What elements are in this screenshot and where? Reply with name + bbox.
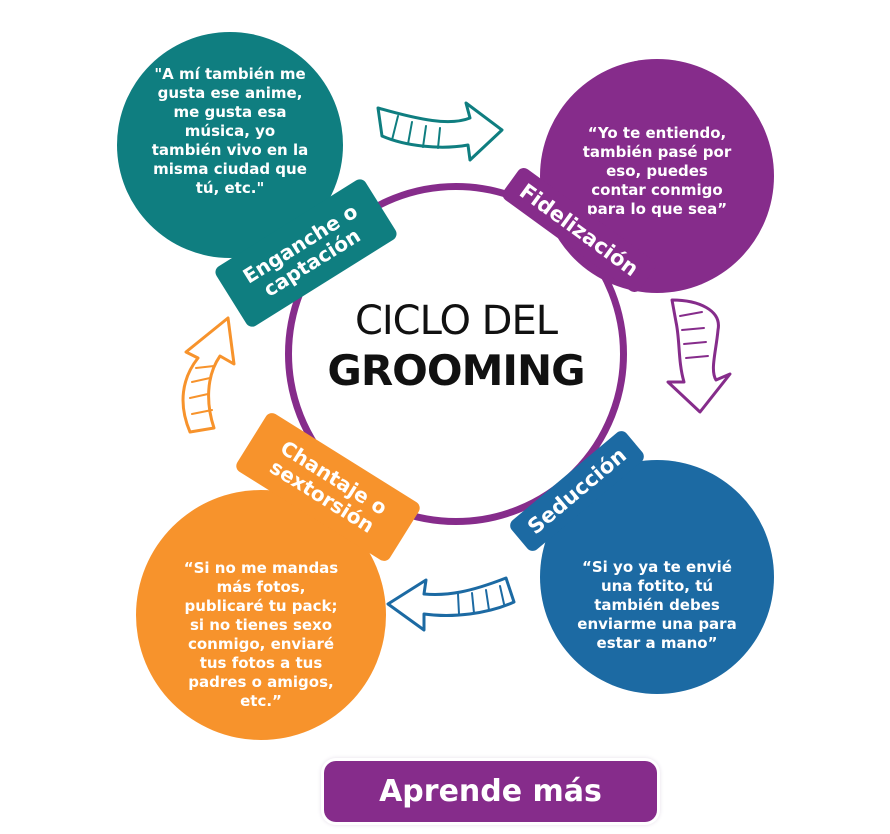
stage-chantaje-bubble: “Si no me mandas más fotos, publicaré tu… [136,490,386,740]
stage-chantaje-quote: “Si no me mandas más fotos, publicaré tu… [183,559,339,710]
arrow-chantaje-to-engage-icon [181,316,236,434]
stage-seduccion-quote: “Si yo ya te envié una fotito, tú tambié… [577,557,737,652]
stage-fidelizacion-bubble: “Yo te entiendo, también pasé por eso, p… [540,59,774,293]
stage-enganche-bubble: "A mí también me gusta ese anime, me gus… [117,32,343,258]
stage-fidelizacion-quote: “Yo te entiendo, también pasé por eso, p… [582,123,732,218]
title-line-1: CICLO DEL [354,298,558,344]
stage-enganche-quote: "A mí también me gusta ese anime, me gus… [151,64,309,197]
aprende-mas-label: Aprende más [379,774,602,809]
arrow-seduccion-to-chantaje-icon [386,576,516,632]
title-line-2: GROOMING [327,346,585,395]
arrow-fidelizacion-to-seduccion-icon [666,298,732,414]
aprende-mas-button[interactable]: Aprende más [324,761,657,822]
arrow-engage-to-fidelizacion-icon [376,101,504,162]
